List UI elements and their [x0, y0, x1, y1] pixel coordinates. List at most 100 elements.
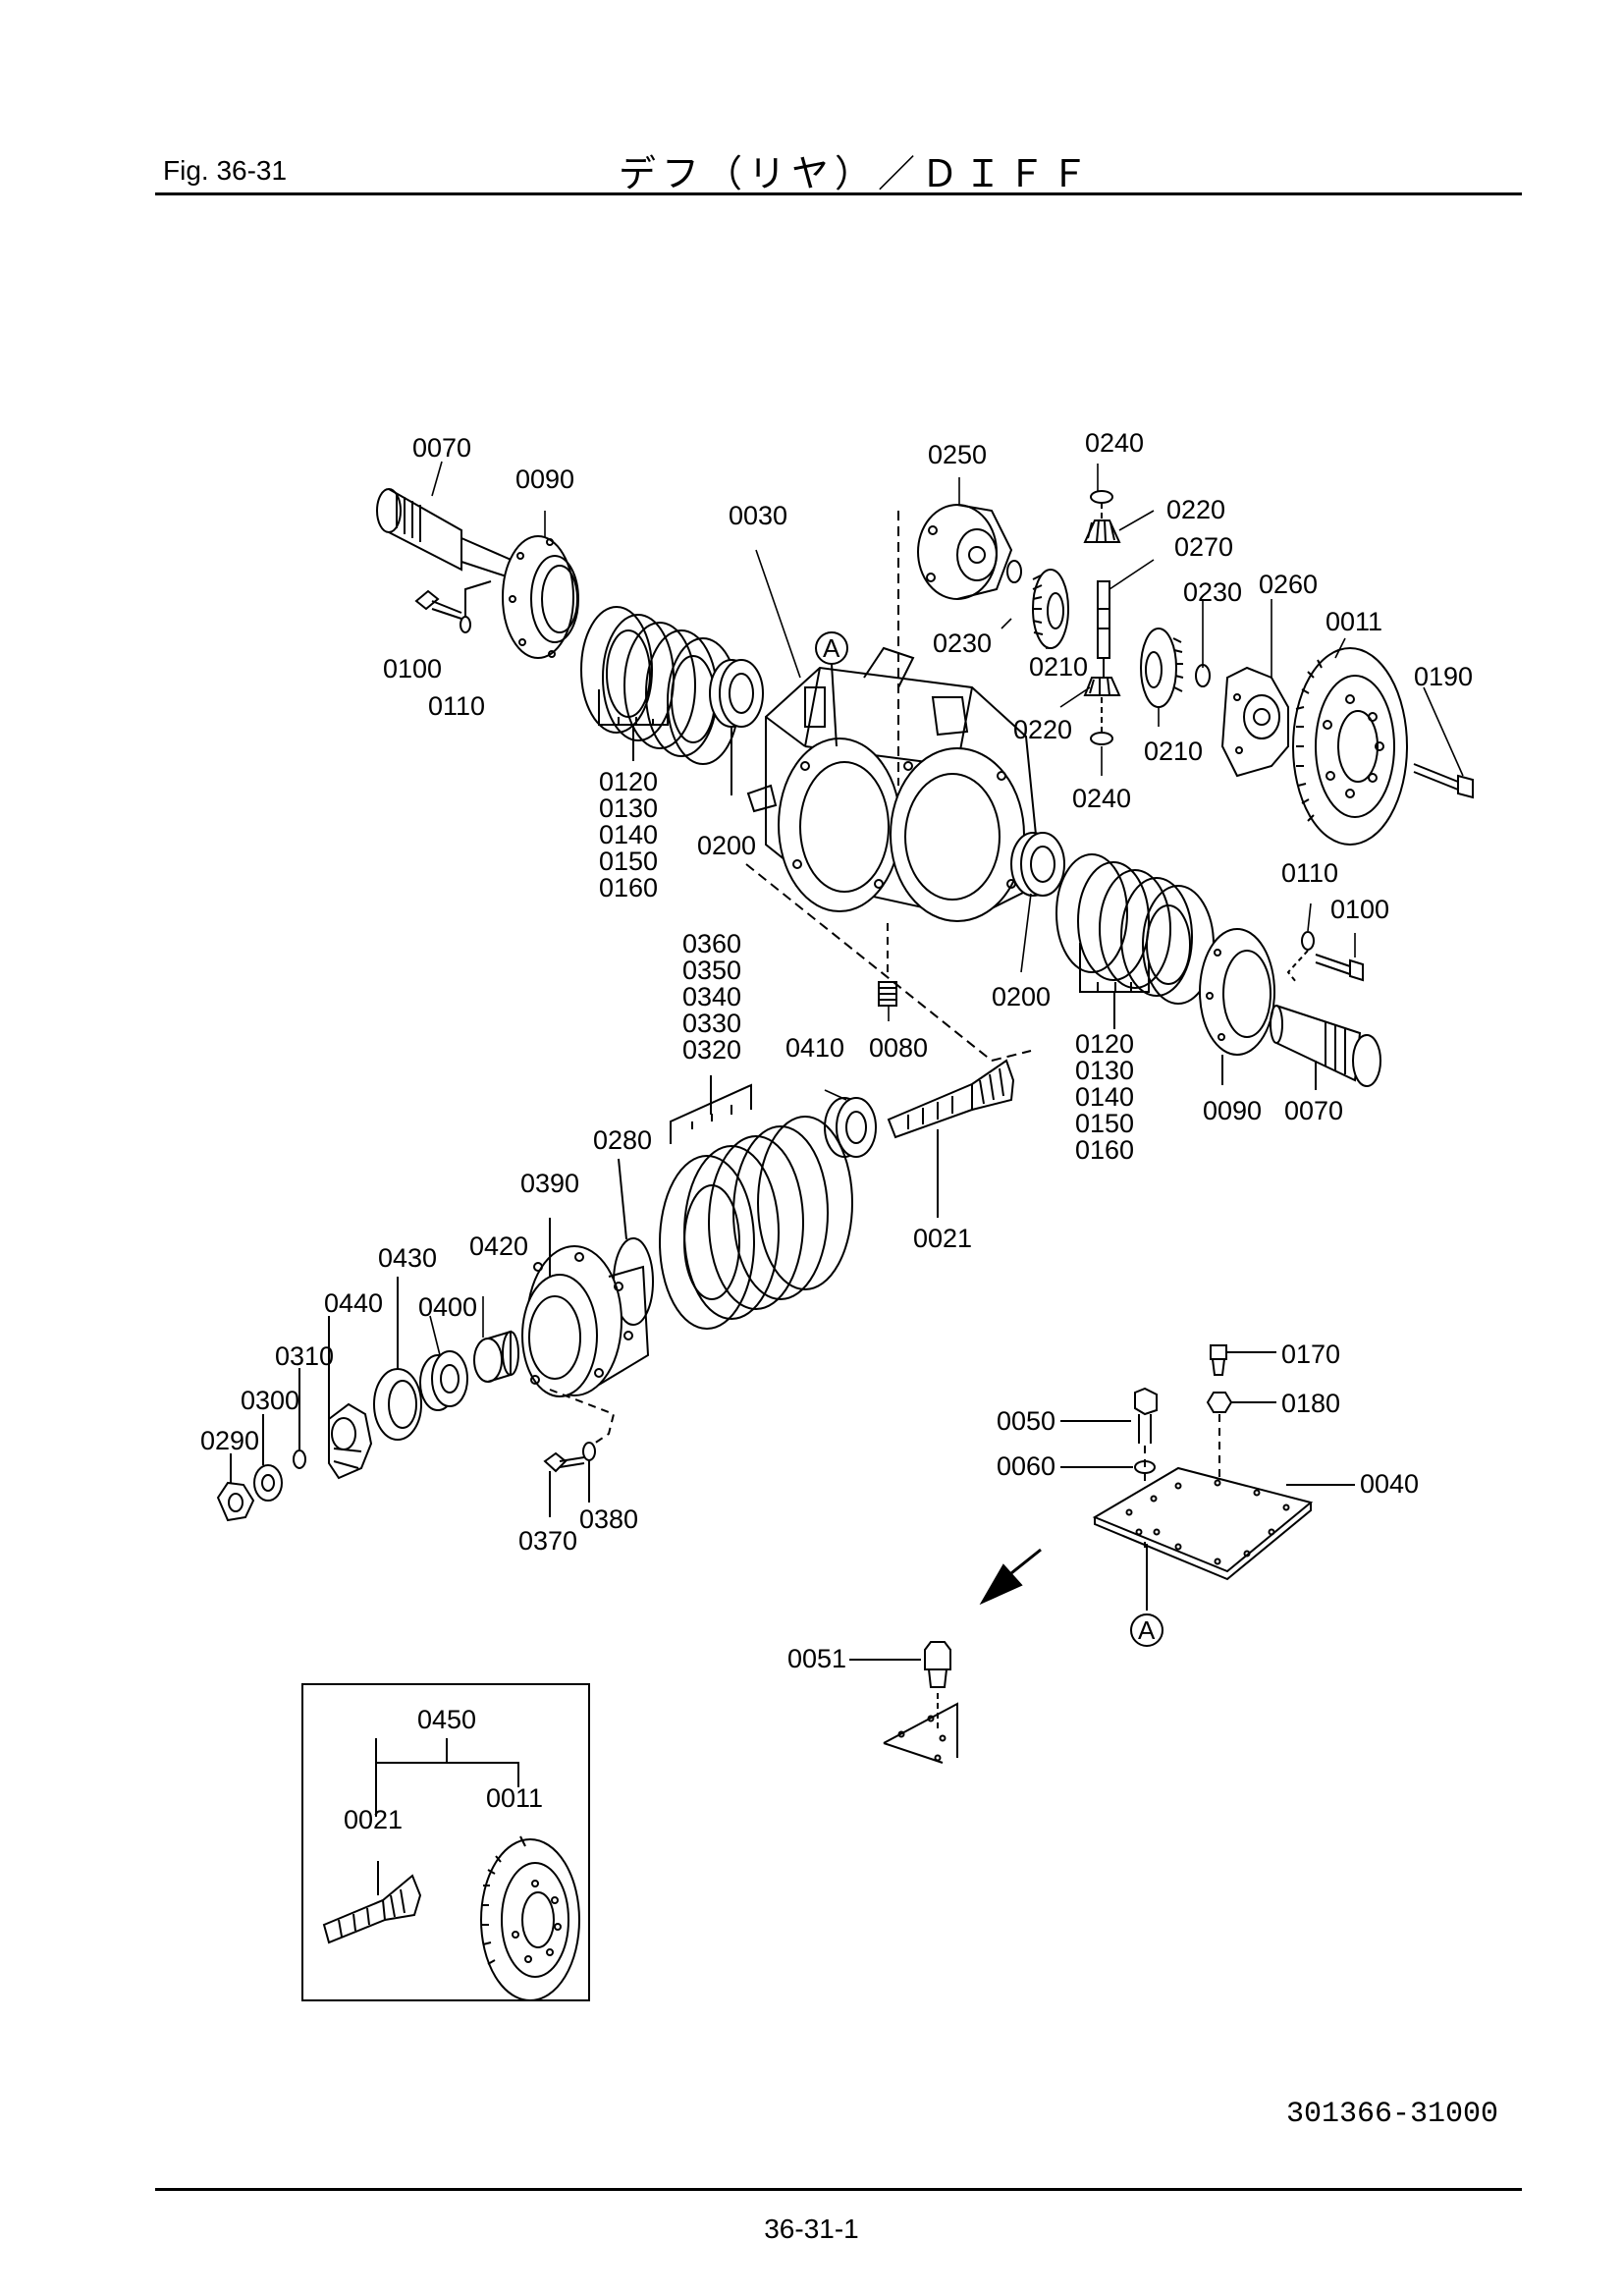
plug-0051: [849, 1641, 951, 1728]
thrust-washer-0230-lower: [1195, 664, 1211, 687]
label-0021-inset: 0021: [344, 1805, 403, 1834]
label-0240-lower: 0240: [1072, 784, 1131, 813]
label-stack-right: 0120 0130 0140 0150 0160: [1075, 1029, 1134, 1165]
label-0400: 0400: [418, 1292, 477, 1322]
drain-plug-0080: [878, 923, 897, 1007]
cover-plate-0040: [1092, 1466, 1355, 1611]
label-0070-right: 0070: [1284, 1096, 1343, 1125]
label-0230-upper: 0230: [1183, 577, 1242, 607]
label-stack-pinion: 0360 0350 0340 0330 0320: [682, 929, 741, 1065]
label-0370: 0370: [518, 1526, 577, 1556]
label-0090-left: 0090: [515, 465, 574, 494]
label-0450: 0450: [417, 1705, 476, 1734]
svg-text:0330: 0330: [682, 1009, 741, 1038]
label-0300: 0300: [241, 1386, 299, 1415]
detail-plate: [883, 1702, 958, 1764]
label-0210-lower: 0210: [1144, 737, 1203, 766]
drive-pinion: [887, 1059, 1015, 1218]
output-shaft-left: [376, 488, 522, 581]
label-0070-left: 0070: [412, 433, 471, 463]
pinion-gear-upper: [1083, 519, 1121, 543]
label-0011-inset: 0011: [486, 1783, 543, 1813]
ring-gear: [1292, 647, 1408, 846]
svg-text:0130: 0130: [599, 793, 658, 823]
svg-text:0160: 0160: [1075, 1135, 1134, 1165]
diff-case-left-half: [917, 504, 1013, 600]
label-0280: 0280: [593, 1125, 652, 1155]
label-0230-lower: 0230: [933, 629, 992, 658]
nut-0290: [216, 1453, 255, 1522]
oil-seal-0430: [373, 1277, 422, 1441]
label-0410: 0410: [785, 1033, 844, 1063]
label-0050: 0050: [997, 1406, 1055, 1436]
part-labels: 0070 0090 0030 0250 0240 0220 0270 0230 …: [200, 428, 1473, 1834]
bolt-0370: [543, 1451, 585, 1517]
svg-text:0350: 0350: [682, 956, 741, 985]
label-0170: 0170: [1281, 1339, 1340, 1369]
label-0190: 0190: [1414, 662, 1473, 691]
reference-a-lower: [1130, 1613, 1163, 1647]
label-0110-left: 0110: [428, 691, 485, 721]
washer-0300: [253, 1414, 283, 1502]
spacer-0420: [473, 1330, 519, 1383]
inset-drive-pinion: [322, 1861, 422, 1944]
label-0250: 0250: [928, 440, 987, 469]
washer-0380: [582, 1442, 596, 1461]
label-0290: 0290: [200, 1426, 259, 1455]
washer-0240-upper: [1090, 490, 1113, 504]
label-0210-upper: 0210: [1029, 652, 1088, 682]
label-0011: 0011: [1325, 607, 1382, 636]
label-0030: 0030: [729, 501, 787, 530]
page-number: 36-31-1: [764, 2214, 859, 2244]
label-0240-upper: 0240: [1085, 428, 1144, 458]
svg-text:0130: 0130: [1075, 1056, 1134, 1085]
reference-a-lower-label: A: [1138, 1615, 1156, 1645]
svg-text:0340: 0340: [682, 982, 741, 1011]
header-rule: [155, 192, 1522, 195]
svg-text:0150: 0150: [1075, 1109, 1134, 1138]
drawing-number: 301366-31000: [1286, 2098, 1499, 2131]
label-0180: 0180: [1281, 1389, 1340, 1418]
inset-ring-gear: [480, 1835, 580, 2001]
ring-gear-bolt: [1413, 763, 1474, 799]
label-0100-right: 0100: [1330, 895, 1389, 924]
side-gear-lower: [1140, 628, 1184, 708]
label-0200-left: 0200: [697, 831, 756, 860]
svg-text:0320: 0320: [682, 1035, 741, 1065]
svg-text:0360: 0360: [682, 929, 741, 958]
label-0430: 0430: [378, 1243, 437, 1273]
shim-stack-pinion: [659, 1075, 853, 1330]
diff-case-right-half: [1220, 666, 1289, 778]
label-0080: 0080: [869, 1033, 928, 1063]
figure-label: Fig. 36-31: [163, 155, 288, 186]
output-shaft-right: [1270, 1005, 1381, 1090]
label-0260: 0260: [1259, 570, 1318, 599]
footer-rule: [155, 2188, 1522, 2191]
label-0390: 0390: [520, 1169, 579, 1198]
label-0100-left: 0100: [383, 654, 442, 683]
leader-lines: [429, 461, 1464, 1356]
svg-text:0120: 0120: [599, 767, 658, 796]
washer-left: [460, 580, 492, 633]
washer-0240-lower: [1090, 732, 1113, 745]
label-0040: 0040: [1360, 1469, 1419, 1499]
bearing-right: [1010, 832, 1065, 897]
flange-right: [1199, 928, 1275, 1085]
breather-0170: [1210, 1344, 1276, 1376]
label-0310: 0310: [275, 1341, 334, 1371]
shim-stack-right: [1055, 853, 1215, 1029]
svg-text:0140: 0140: [1075, 1082, 1134, 1112]
label-0090-right: 0090: [1203, 1096, 1262, 1125]
label-stack-left: 0120 0130 0140 0150 0160: [599, 767, 658, 902]
label-0051: 0051: [787, 1644, 846, 1673]
label-0440: 0440: [324, 1288, 383, 1318]
svg-text:0120: 0120: [1075, 1029, 1134, 1059]
washer-0060: [1134, 1460, 1156, 1474]
differential-housing: [746, 646, 1043, 922]
label-0420: 0420: [469, 1231, 528, 1261]
thrust-washer-0230-upper: [1006, 560, 1022, 583]
bearing-0400: [419, 1350, 468, 1411]
label-0380: 0380: [579, 1504, 638, 1534]
bolt-right: [1286, 931, 1364, 983]
